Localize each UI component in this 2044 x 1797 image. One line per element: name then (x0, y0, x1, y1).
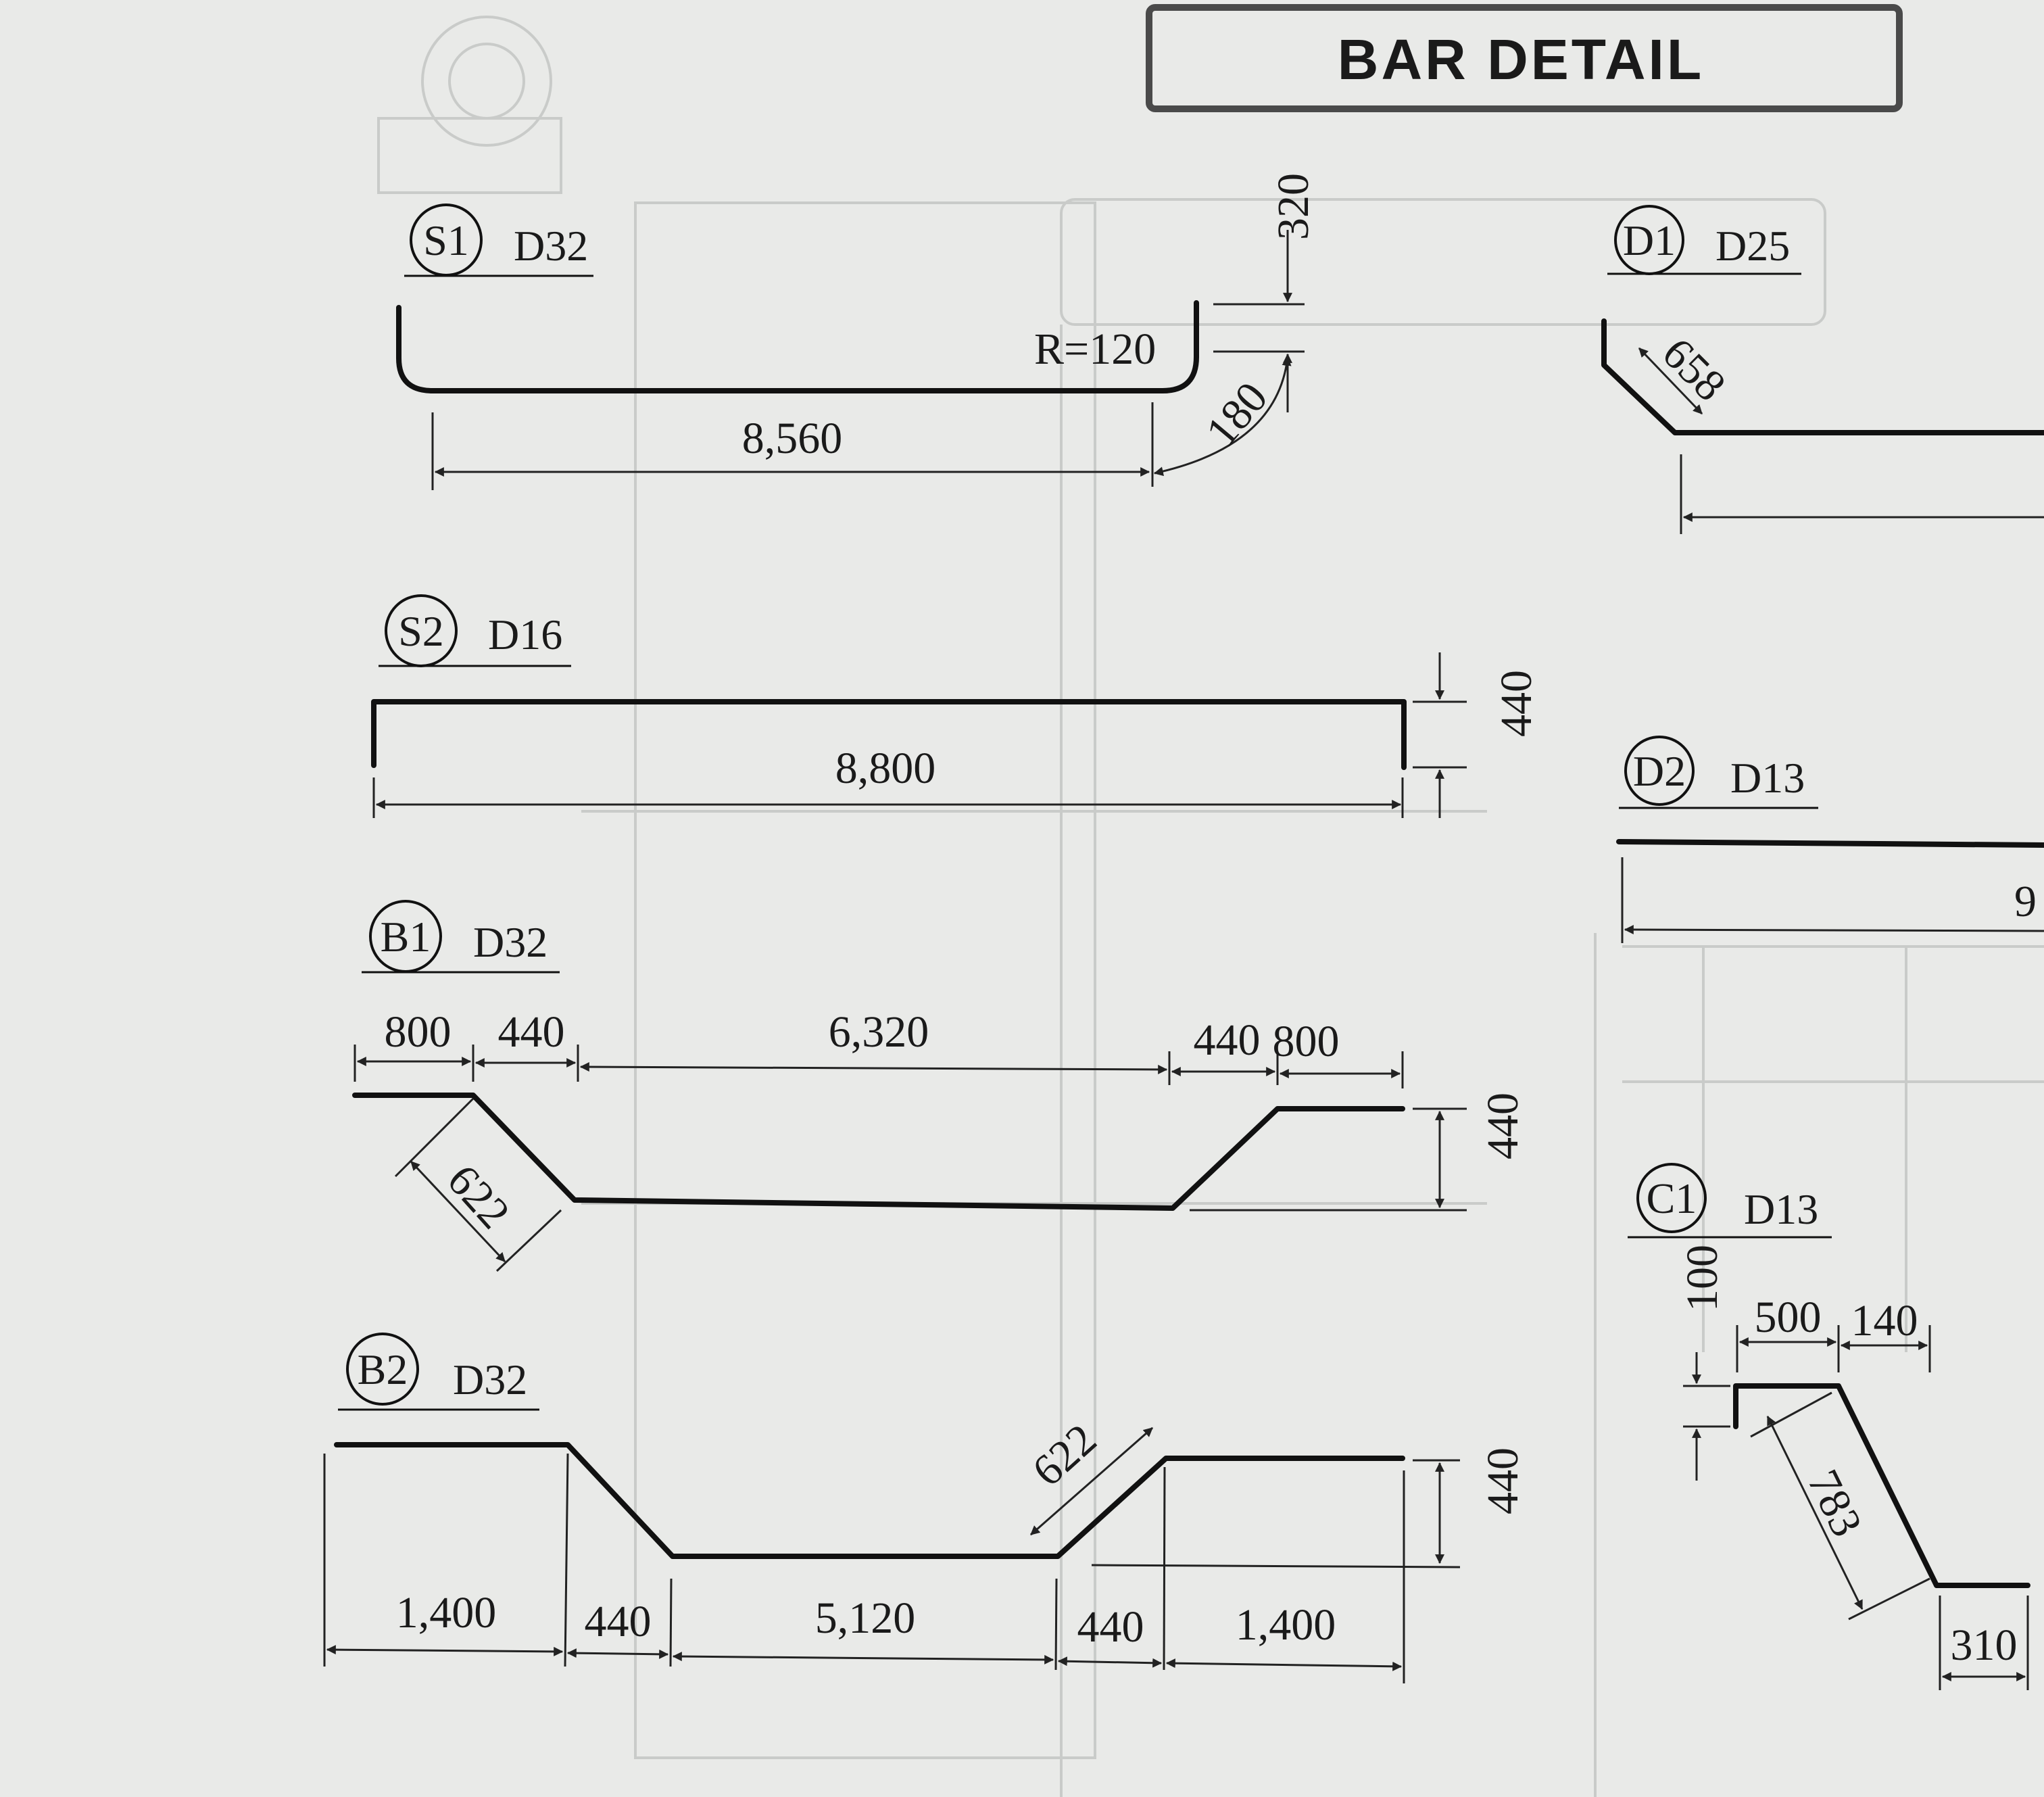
bar-b1: B1 D32 800 440 6,320 440 800 622 (352, 900, 1528, 1272)
b1-id: B1 (381, 913, 431, 961)
s1-leg: 320 (1269, 173, 1318, 240)
b1-bar-shape (352, 1093, 1405, 1211)
c1-diag: 783 (1798, 1462, 1872, 1544)
d1-id: D1 (1623, 216, 1676, 264)
c1-bar-shape (1733, 1383, 2030, 1588)
s2-length: 8,800 (835, 744, 936, 793)
c1-size: D13 (1744, 1185, 1818, 1233)
bar-s1: S1 D32 R=120 8,560 320 180 (396, 173, 1318, 490)
s2-id: S2 (398, 607, 444, 655)
s2-bar-shape (371, 699, 1407, 770)
b1-seg1: 800 (385, 1007, 452, 1057)
b2-bar-shape (334, 1442, 1405, 1559)
b1-diag-dim (410, 1160, 506, 1263)
b2-id: B2 (358, 1345, 408, 1393)
s1-radius: R=120 (1034, 325, 1156, 374)
c1-seg1: 500 (1755, 1293, 1822, 1342)
b1-seg2: 440 (498, 1007, 565, 1057)
s1-arc: 180 (1196, 373, 1278, 456)
b2-seg1: 1,400 (396, 1588, 497, 1637)
c1-seg2: 140 (1851, 1296, 1918, 1345)
c1-seg3: 310 (1951, 1621, 2018, 1670)
b1-height: 440 (1478, 1093, 1528, 1159)
b2-height: 440 (1478, 1447, 1528, 1514)
c1-id: C1 (1647, 1174, 1697, 1222)
b2-seg5: 1,400 (1236, 1600, 1336, 1650)
bar-s2: S2 D16 8,800 440 (371, 594, 1541, 818)
c1-diag-dim (1766, 1415, 1864, 1610)
d2-length-dim (1624, 925, 2044, 935)
s1-id: S1 (423, 216, 469, 264)
c1-leg: 100 (1678, 1245, 1727, 1312)
d2-id: D2 (1633, 747, 1686, 795)
d2-id-circle (1624, 736, 1695, 806)
b2-diag: 622 (1023, 1414, 1106, 1495)
s1-length: 8,560 (742, 414, 843, 463)
b2-id-circle (346, 1333, 419, 1406)
page-title: BAR DETAIL (1337, 28, 1705, 91)
d2-partial: 9 (2014, 877, 2037, 926)
s2-height: 440 (1492, 670, 1541, 737)
d2-size: D13 (1730, 754, 1805, 802)
bar-d2: D2 D13 9 (1616, 736, 2044, 943)
b2-seg3: 5,120 (815, 1594, 916, 1643)
b2-diag-dim (1030, 1427, 1153, 1536)
b1-diag: 622 (438, 1155, 519, 1238)
b1-seg4: 440 (1194, 1015, 1261, 1065)
s1-size: D32 (514, 222, 588, 270)
b2-seg2: 440 (585, 1597, 652, 1646)
d1-diag: 658 (1653, 329, 1735, 411)
c1-id-circle (1636, 1163, 1707, 1233)
bar-b2: B2 D32 622 1,400 440 5,120 440 1,400 (323, 1333, 1528, 1683)
b1-size: D32 (473, 918, 548, 966)
s2-size: D16 (488, 610, 562, 658)
title-frame (1146, 4, 1903, 112)
d2-bar-shape (1616, 839, 2044, 848)
d1-size: D25 (1716, 222, 1790, 270)
b2-size: D32 (453, 1356, 527, 1404)
bleed-through-background (377, 16, 2044, 1797)
b2-seg4: 440 (1077, 1602, 1144, 1652)
b1-seg5: 800 (1273, 1017, 1340, 1066)
b1-seg3: 6,320 (829, 1007, 929, 1057)
bar-c1: C1 D13 500 140 100 783 310 (1628, 1163, 2030, 1690)
s1-arc-dim (1153, 356, 1292, 477)
d1-diag-dim (1638, 347, 1703, 415)
